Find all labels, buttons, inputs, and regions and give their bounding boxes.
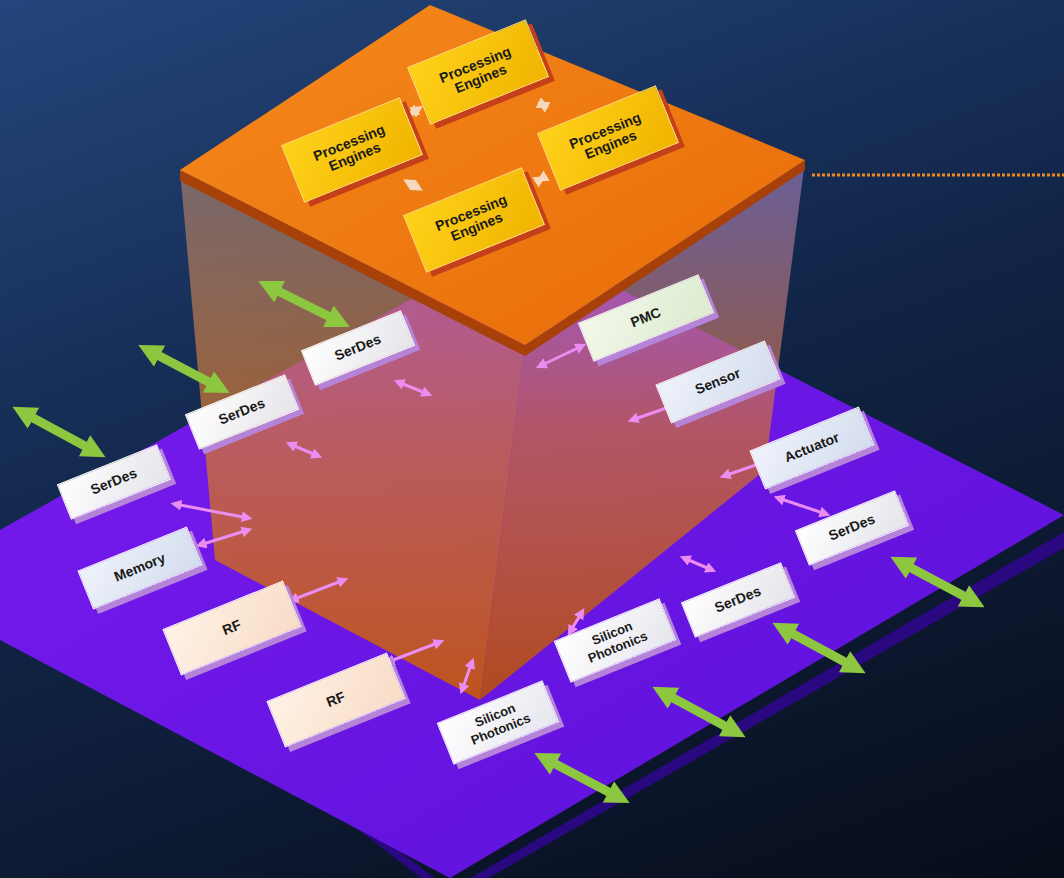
- serdes-box: SerDes: [185, 374, 299, 450]
- io-arrow: [782, 628, 856, 668]
- die-link: [292, 580, 344, 600]
- serdes-box: SerDes: [681, 562, 795, 638]
- box-label: Actuator: [782, 430, 841, 466]
- photonics-box: Silicon Photonics: [554, 598, 677, 682]
- io-block-box: Memory: [77, 526, 202, 609]
- dotted-leader: [812, 174, 1064, 177]
- io-block-box: Actuator: [749, 406, 874, 489]
- engine-link: [411, 109, 418, 114]
- io-arrow: [900, 562, 975, 602]
- processing-engine-box: Processing Engines: [537, 85, 679, 190]
- processing-engine-box: Processing Engines: [403, 167, 545, 272]
- box-label: Processing Engines: [556, 105, 660, 171]
- box-label: Processing Engines: [422, 187, 526, 253]
- io-arrow: [268, 286, 340, 322]
- box-label: SerDes: [827, 512, 878, 544]
- die-link: [398, 382, 428, 394]
- io-arrow: [544, 758, 620, 798]
- serdes-box: SerDes: [301, 310, 415, 386]
- die-link: [462, 662, 472, 690]
- rf-box: RF: [162, 580, 301, 675]
- die-link: [778, 498, 826, 514]
- pmc-box: PMC: [578, 274, 714, 362]
- box-label: Processing Engines: [426, 39, 530, 105]
- box-label: PMC: [629, 305, 664, 331]
- engine-link: [407, 182, 418, 188]
- photonics-box: Silicon Photonics: [437, 680, 560, 764]
- box-label: Memory: [112, 551, 168, 585]
- die-link: [684, 558, 712, 570]
- io-arrows: [22, 286, 975, 798]
- top-plate: [180, 5, 805, 345]
- serdes-box: SerDes: [795, 490, 909, 566]
- die-link: [175, 504, 248, 518]
- box-label: RF: [324, 689, 347, 710]
- io-block-box: Sensor: [655, 340, 780, 423]
- io-arrow: [662, 692, 736, 732]
- box-label: RF: [220, 617, 243, 638]
- box-label: SerDes: [217, 396, 268, 428]
- box-label: Sensor: [693, 366, 743, 398]
- box-label: SerDes: [89, 466, 140, 498]
- die-link: [200, 530, 248, 545]
- rf-box: RF: [266, 652, 405, 747]
- io-arrow: [148, 350, 220, 388]
- box-label: Processing Engines: [300, 117, 404, 183]
- engine-link: [542, 104, 545, 106]
- processing-engine-box: Processing Engines: [281, 97, 423, 202]
- die-link: [540, 346, 582, 366]
- die-link: [290, 444, 318, 456]
- processing-engine-box: Processing Engines: [407, 19, 549, 124]
- box-label: Silicon Photonics: [453, 693, 543, 752]
- box-label: Silicon Photonics: [570, 611, 660, 670]
- box-label: SerDes: [333, 332, 384, 364]
- box-label: SerDes: [713, 584, 764, 616]
- serdes-box: SerDes: [57, 444, 171, 520]
- die-link: [388, 642, 440, 662]
- io-arrow: [22, 412, 96, 452]
- engine-link: [539, 177, 544, 181]
